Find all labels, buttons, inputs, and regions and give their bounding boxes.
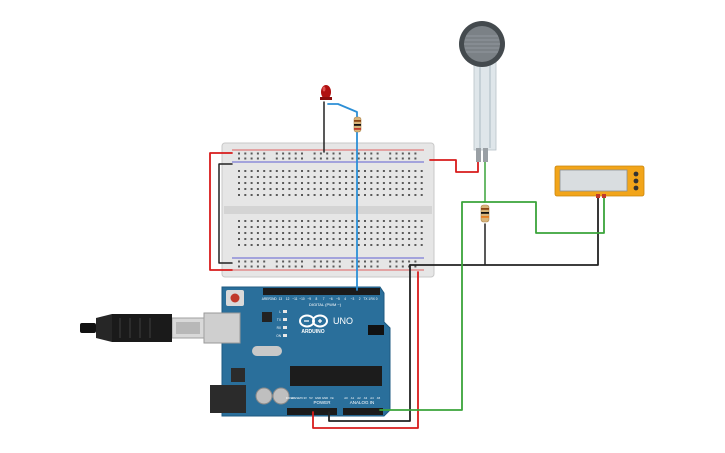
icsp-header xyxy=(368,325,384,335)
onboard-led-label: RX xyxy=(277,326,282,330)
arduino-logo-icon xyxy=(299,314,328,328)
red-wire-5v xyxy=(312,271,419,429)
breadboard[interactable] xyxy=(221,142,435,278)
red-wire-fsr xyxy=(429,159,479,173)
onboard-led-labels: L TX RX ON xyxy=(276,310,287,338)
red-wire-left-rails xyxy=(209,152,233,271)
capacitor-1 xyxy=(255,387,273,405)
voltage-regulator xyxy=(231,368,245,382)
digital-pin-label: 13 xyxy=(279,297,283,301)
power-pin-label: GND xyxy=(315,396,321,400)
digital-pin-label: ~11 xyxy=(292,297,297,301)
digital-pin-label: AREF xyxy=(262,297,271,301)
arduino-model-text: UNO xyxy=(333,316,353,326)
onboard-led xyxy=(283,318,287,321)
analog-pin-label: A0 xyxy=(344,396,348,400)
digital-pin-label: 12 xyxy=(286,297,290,301)
digital-pin-label: ~6 xyxy=(329,297,333,301)
digital-section-label: DIGITAL (PWM ~) xyxy=(309,302,342,307)
digital-pin-label: ~3 xyxy=(351,297,355,301)
power-pin-label: 3.3V xyxy=(301,396,307,400)
power-pin-header[interactable] xyxy=(287,408,337,415)
black-wire-left-rails xyxy=(218,163,233,264)
green-wire-a0 xyxy=(379,201,485,411)
onboard-led-label: ON xyxy=(276,334,281,338)
crystal-oscillator xyxy=(252,346,282,356)
black-wire-gnd xyxy=(328,264,411,422)
digital-pin-label: GND xyxy=(270,297,278,301)
led-resistor[interactable] xyxy=(353,116,362,133)
digital-pin-label: ~9 xyxy=(307,297,311,301)
power-pin-label: 5V xyxy=(309,396,313,400)
reset-button-cap[interactable] xyxy=(230,293,240,303)
usb-cable xyxy=(80,314,205,342)
power-pin-label: IOREF xyxy=(286,396,295,400)
lcd-display[interactable] xyxy=(554,165,645,198)
wires xyxy=(209,101,605,429)
digital-pin-label: 4 xyxy=(344,297,346,301)
usb-connector xyxy=(203,312,241,344)
atmega-chip xyxy=(290,366,382,386)
power-pin-label: Vin xyxy=(330,396,334,400)
green-wire-lcd xyxy=(483,195,605,234)
digital-pin-label: 8 xyxy=(316,297,318,301)
digital-pin-label: ~5 xyxy=(336,297,340,301)
power-section-label: POWER xyxy=(313,400,331,405)
onboard-led xyxy=(283,326,287,329)
black-wire-lcd xyxy=(409,195,599,266)
analog-pin-label: A3 xyxy=(364,396,368,400)
analog-pin-label: A2 xyxy=(357,396,361,400)
digital-pin-header[interactable] xyxy=(263,288,380,295)
breadboard-center-channel xyxy=(224,206,432,214)
analog-pin-label: A1 xyxy=(351,396,355,400)
arduino-logo-text: ARDUINO xyxy=(301,329,324,335)
digital-pin-label: ~10 xyxy=(299,297,305,301)
capacitor-2 xyxy=(272,387,290,405)
blue-wire-led xyxy=(327,103,358,291)
analog-pin-header[interactable] xyxy=(343,408,383,415)
analog-section-label: ANALOG IN xyxy=(350,400,375,405)
force-sensor[interactable] xyxy=(459,21,505,162)
power-pin-label: GND xyxy=(322,396,328,400)
red-led[interactable] xyxy=(320,85,332,100)
digital-pin-label: 7 xyxy=(323,297,325,301)
onboard-led xyxy=(283,334,287,337)
digital-pin-label: RX 0 xyxy=(370,297,377,301)
onboard-led-label: TX xyxy=(277,318,282,322)
analog-pin-label: A4 xyxy=(370,396,374,400)
onboard-led-label: L xyxy=(279,310,281,314)
power-jack xyxy=(210,385,246,413)
digital-pin-label: 2 xyxy=(359,297,361,301)
onboard-led xyxy=(283,310,287,313)
analog-pin-label: A5 xyxy=(377,396,381,400)
power-pin-label: RESET xyxy=(292,396,302,400)
breadboard-holes xyxy=(238,152,423,268)
sensor-resistor[interactable] xyxy=(480,204,490,223)
digital-pin-label: TX 1 xyxy=(363,297,370,301)
usb-chip xyxy=(262,312,272,322)
